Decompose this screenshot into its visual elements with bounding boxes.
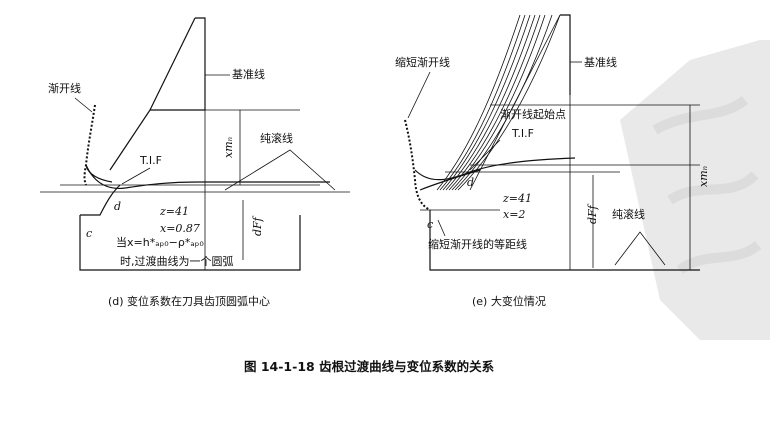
point-d-left: d xyxy=(114,200,121,213)
diagram-e: 缩短渐开线 基准线 渐开线起始点 T.I.F xmₙ d c z=41 x=2 … xyxy=(395,14,710,308)
diagram-d: 渐开线 基准线 纯滚线 T.I.F xmₙ d c z=41 x=0.87 当x… xyxy=(40,17,350,308)
involute-fan-e xyxy=(436,14,561,191)
base-line-label-e: 基准线 xyxy=(584,55,617,69)
xmn-label-e: xmₙ xyxy=(697,166,710,187)
fillet-curve-d xyxy=(85,164,330,190)
condition2-label-d: 时,过渡曲线为一个圆弧 xyxy=(120,254,234,268)
short-involute-curve-e xyxy=(404,119,431,211)
dff-label-e: dFf xyxy=(586,203,599,224)
base-line-label-d: 基准线 xyxy=(232,67,265,81)
caption-e: (e) 大变位情况 xyxy=(472,294,546,308)
pure-rolling-label-e: 纯滚线 xyxy=(612,207,645,221)
tif-label-e: T.I.F xyxy=(511,127,534,140)
figure-title: 图 14-1-18 齿根过渡曲线与变位系数的关系 xyxy=(244,359,495,374)
involute-start-label-e: 渐开线起始点 xyxy=(500,107,566,121)
condition-label-d: 当x=h*ₐₚ₀−ρ*ₐₚ₀ xyxy=(116,235,204,249)
caption-d: (d) 变位系数在刀具齿顶圆弧中心 xyxy=(108,294,270,308)
short-involute-label-e: 缩短渐开线 xyxy=(395,55,450,69)
x-label-e: x=2 xyxy=(503,208,525,221)
xmn-label-d: xmₙ xyxy=(222,137,235,158)
point-c-left: c xyxy=(86,227,92,240)
involute-label-d: 渐开线 xyxy=(48,81,81,95)
point-d-right: d xyxy=(467,176,474,189)
tif-label-d: T.I.F xyxy=(139,154,162,167)
z-label-d: z=41 xyxy=(159,205,189,218)
x-label-d: x=0.87 xyxy=(160,222,200,235)
seal-watermark xyxy=(620,40,770,340)
pure-rolling-label-d: 纯滚线 xyxy=(260,131,293,145)
point-c-right: c xyxy=(427,218,433,231)
dff-label-d: dFf xyxy=(251,215,264,236)
z-label-e: z=41 xyxy=(502,192,532,205)
equidistant-label-e: 缩短渐开线的等距线 xyxy=(428,237,527,251)
rack-body-d xyxy=(79,215,301,271)
